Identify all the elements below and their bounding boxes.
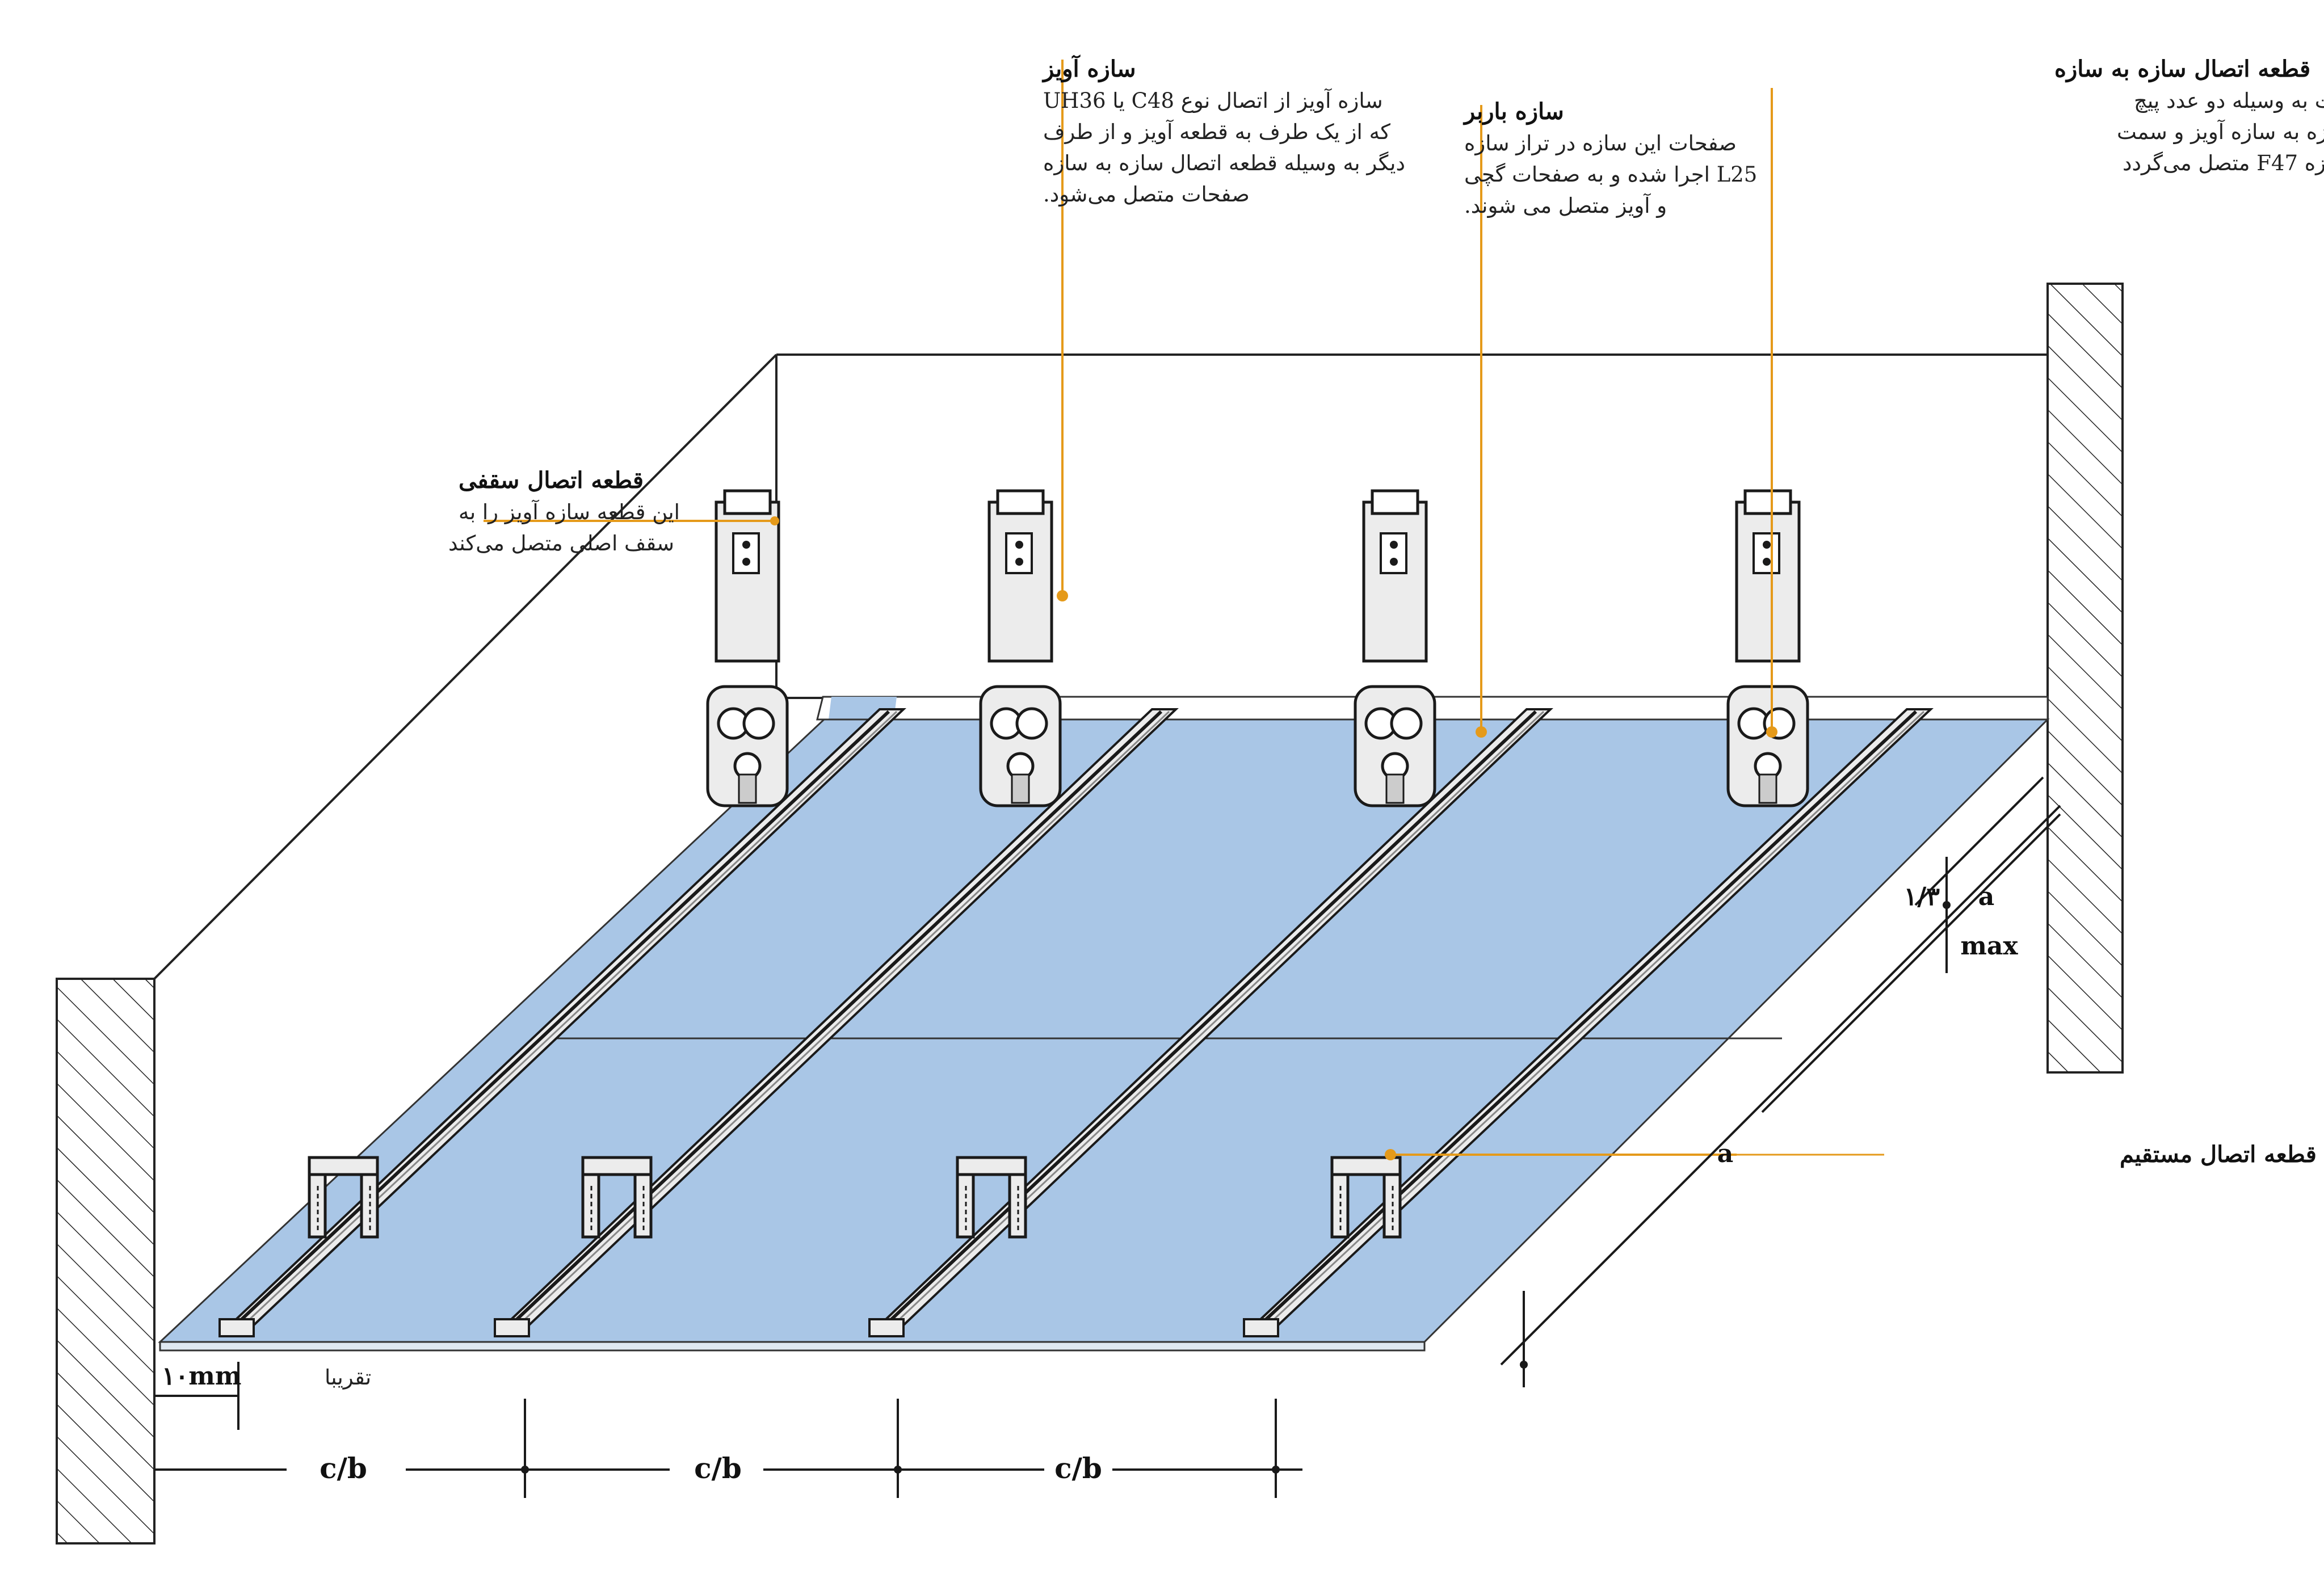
carrier-line-2: L25 اجرا شده و به صفحات گچی	[1464, 162, 1757, 187]
hanger-rod	[1735, 500, 1801, 663]
carrier-line-1: صفحات این سازه در تراز سازه	[1464, 131, 1737, 156]
hanger-assembly	[1354, 489, 1436, 807]
clip-tab	[1011, 773, 1030, 804]
a-label: a	[1978, 882, 1995, 911]
hanger-assembly	[979, 489, 1062, 807]
channel-end	[1243, 1318, 1279, 1337]
connector-top	[1330, 1156, 1402, 1176]
channel-lip	[240, 710, 898, 1328]
clip-tab	[1758, 773, 1777, 804]
carrier-callout: سازه باربر صفحات این سازه در تراز سازه L…	[1463, 98, 1757, 218]
connector-line-3: دیگر به سازه F47 متصل می‌گردد	[2123, 151, 2324, 176]
carrier-title: سازه باربر	[1463, 98, 1564, 125]
connector-top	[956, 1156, 1027, 1176]
connector-line-2: اتصال سازه به سازه آویز و سمت	[2117, 119, 2324, 145]
spacing-label-1: c/b	[320, 1451, 367, 1485]
hanger-line-3: دیگر به وسیله قطعه اتصال سازه به سازه	[1043, 151, 1405, 176]
hanger-line-1: سازه آویز از اتصال نوع C48 یا UH36	[1043, 88, 1383, 113]
ceiling-callout: قطعه اتصال سقفی این قطعه سازه آویز را به…	[448, 467, 680, 555]
ceiling-bracket	[1371, 489, 1419, 515]
screw-hole	[1763, 558, 1771, 566]
hanger-plate	[1380, 532, 1407, 574]
hanger-plate	[1753, 532, 1780, 574]
screw-hole	[1390, 541, 1398, 549]
clip-spring	[742, 707, 775, 740]
leader-dots	[770, 516, 1777, 1160]
connector-top	[308, 1156, 379, 1176]
channel-lip	[890, 710, 1545, 1328]
screw-hole	[1390, 558, 1398, 566]
dimension-ticks	[521, 901, 1951, 1474]
ceiling-line-2: سقف اصلی متصل می‌کند	[448, 531, 674, 555]
channel-end	[868, 1318, 905, 1337]
channel-groove	[507, 710, 1163, 1329]
max-label: max	[1960, 932, 2018, 961]
straight-connector	[956, 1156, 1027, 1239]
channel-lip	[1264, 710, 1925, 1328]
hanger-line-4: صفحات متصل می‌شود.	[1043, 182, 1250, 207]
gap-note: تقریبا	[325, 1365, 371, 1390]
straight-connector	[1330, 1156, 1402, 1239]
ceiling-bracket	[1743, 489, 1792, 515]
spacing-label-2: c/b	[694, 1451, 742, 1485]
connector-title: قطعه اتصال سازه به سازه	[2054, 56, 2310, 83]
spacing-label-3: c/b	[1054, 1451, 1102, 1485]
gypsum-board	[158, 718, 2050, 1343]
hanger-rod	[987, 500, 1053, 663]
hanger-title: سازه آویز	[1041, 54, 1136, 83]
channel-groove	[232, 710, 890, 1329]
a-bottom-label: a	[1717, 1139, 1734, 1168]
hanger-callout: سازه آویز سازه آویز از اتصال نوع C48 یا …	[1041, 54, 1405, 207]
ratio-label: ۱/۳	[1904, 882, 1940, 911]
clip-spring	[1015, 707, 1048, 740]
channel-lip	[515, 710, 1170, 1328]
leader-lines	[484, 60, 1884, 1156]
hanger-rod	[1362, 500, 1428, 663]
ceiling-bracket	[996, 489, 1045, 515]
hanger-line-2: که از یک طرف به قطعه آویز و از طرف	[1043, 119, 1390, 145]
hanger-plate	[732, 532, 760, 574]
channel-groove	[881, 710, 1537, 1329]
ceiling-line-1: این قطعه سازه آویز را به	[459, 499, 680, 525]
connector-top	[581, 1156, 653, 1176]
hanger-rod	[715, 500, 780, 663]
channel-groove	[1256, 710, 1918, 1329]
connector-line-1: از یک سمت به وسیله دو عدد پیچ	[2134, 89, 2324, 113]
hanger-assembly	[706, 489, 789, 807]
carrier-line-3: و آویز متصل می شوند.	[1464, 193, 1667, 218]
ceiling-title: قطعه اتصال سقفی	[459, 467, 644, 494]
screw-hole	[1015, 558, 1023, 566]
dimension-lines	[154, 776, 2061, 1498]
straight-connector	[308, 1156, 379, 1239]
straight-connectors	[308, 1156, 1402, 1239]
straight-connector-title: قطعه اتصال مستقیم	[2120, 1141, 2317, 1168]
right-wall	[2046, 283, 2124, 1074]
hangers	[706, 489, 1809, 807]
channel-end	[494, 1318, 530, 1337]
clip-spring	[1390, 707, 1423, 740]
screw-hole	[742, 558, 750, 566]
hanger-plate	[1005, 532, 1033, 574]
gap-value: ۱۰mm	[162, 1362, 241, 1391]
straight-connector	[581, 1156, 653, 1239]
screw-hole	[742, 541, 750, 549]
carrier-channels	[218, 708, 1934, 1337]
clip-tab	[1385, 773, 1405, 804]
channel-end	[218, 1318, 255, 1337]
screw-hole	[1763, 541, 1771, 549]
ceiling-bracket	[723, 489, 772, 515]
connector-callout: قطعه اتصال سازه به سازه از یک سمت به وسی…	[2054, 56, 2324, 176]
board-edge	[159, 1341, 1426, 1352]
left-wall	[56, 978, 156, 1544]
hanger-assembly	[1726, 489, 1809, 807]
clip-tab	[738, 773, 757, 804]
screw-hole	[1015, 541, 1023, 549]
